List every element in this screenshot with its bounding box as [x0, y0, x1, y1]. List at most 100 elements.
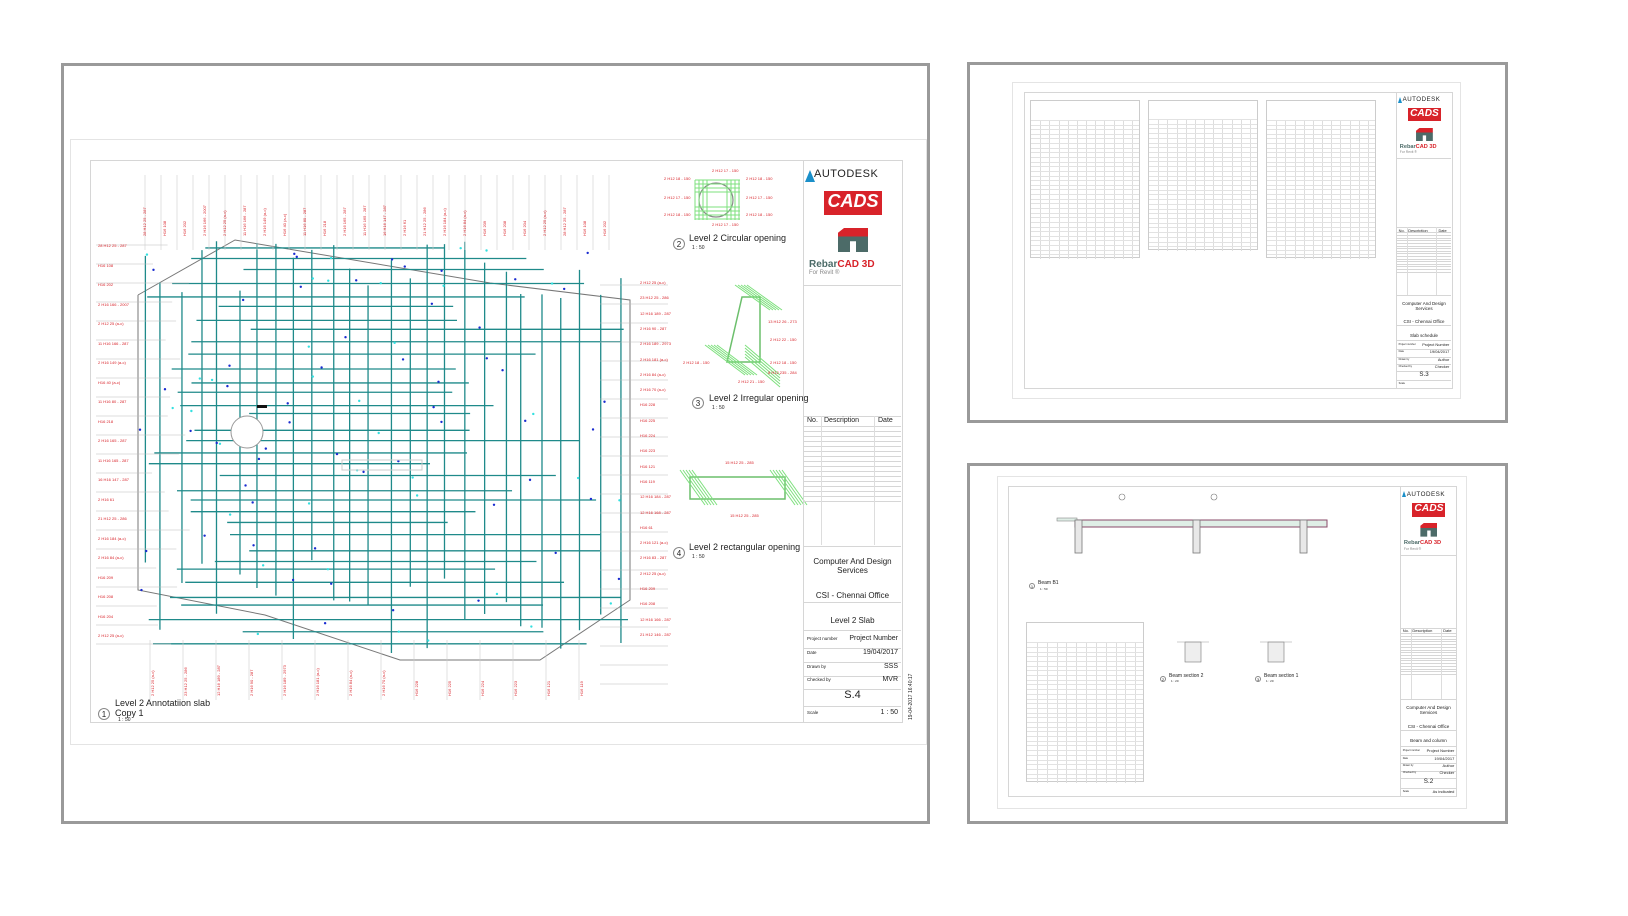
rebar-label: 21 H12 146 - 287: [640, 631, 671, 637]
schedule-row: [1027, 778, 1143, 780]
rebar-marker: [311, 375, 315, 378]
schedule-row: [1267, 143, 1375, 145]
rebar-line: [679, 469, 706, 506]
rebar-label: 2 H16 70 (a-c): [640, 387, 666, 393]
rebar-label: H16 108: [98, 262, 114, 268]
divider: [1397, 340, 1451, 341]
beam-section: [1184, 641, 1202, 663]
divider: [1401, 788, 1456, 789]
view-scale: 1 : 50: [712, 405, 725, 411]
divider: [804, 431, 901, 432]
divider: [1397, 227, 1451, 228]
schedule-row: [1031, 157, 1139, 159]
rebar-marker: [393, 341, 396, 345]
divider: [804, 426, 901, 427]
rebar-label: 2 H12 18 - 150: [746, 212, 773, 217]
divider: [804, 706, 901, 707]
field-label: Scale: [1402, 790, 1410, 793]
schedule-row: [1149, 119, 1257, 120]
divider: [1401, 628, 1456, 629]
schedule-row: [1031, 189, 1139, 191]
field-label: Checked by: [807, 677, 831, 682]
divider: [1397, 364, 1451, 365]
rebar-line: [682, 469, 709, 506]
divider: [1397, 246, 1451, 247]
rebar-label: H16 119: [640, 478, 655, 484]
rebar-marker: [323, 621, 327, 625]
schedule-col: [1036, 642, 1038, 783]
rebar-marker: [218, 442, 222, 445]
rebar-marker: [430, 302, 434, 305]
divider: [804, 451, 901, 452]
divider: [1401, 633, 1456, 634]
divider: [1397, 253, 1451, 254]
rebar-line: [737, 284, 774, 311]
sheet-number: S.2: [1423, 778, 1434, 785]
rebar-marker: [562, 287, 566, 291]
rebar-marker: [203, 534, 206, 537]
rebar-line: [772, 469, 799, 506]
field-label: Project number: [1402, 749, 1420, 752]
schedule-row: [1031, 231, 1139, 233]
schedule-row: [1031, 180, 1139, 182]
rebar-marker: [495, 592, 499, 596]
schedule-row: [1027, 717, 1143, 719]
schedule-table: [1026, 622, 1144, 783]
schedule-row: [1149, 203, 1257, 205]
schedule-row: [1267, 147, 1375, 149]
divider: [1397, 232, 1451, 233]
rebar-marker: [411, 476, 414, 479]
rebar-label: 13 H12 26 - 273: [768, 319, 797, 324]
schedule-row: [1267, 240, 1375, 242]
field-value: Project Number: [1426, 748, 1455, 754]
autodesk-logo: AUTODESK: [1406, 491, 1446, 498]
divider: [1397, 235, 1451, 236]
field-value: As indicated: [1432, 789, 1455, 794]
schedule-row: [1149, 222, 1257, 224]
schedule-row: [1027, 750, 1143, 752]
rebar-label: 2 H12 21 - 150: [738, 379, 765, 384]
rebar-marker: [145, 253, 149, 256]
rebar-label: H16 121: [640, 463, 656, 469]
rebar-line: [704, 344, 746, 376]
rev-date-header: Date: [878, 417, 893, 424]
rebar-label: 2 H12 18 - 150: [664, 212, 691, 217]
rebar-marker: [554, 551, 557, 555]
divider: [1401, 746, 1456, 747]
schedule-row: [1267, 198, 1375, 200]
schedule-row: [1027, 726, 1143, 728]
office-name: CSI - Chennai Office: [815, 591, 890, 600]
schedule-row: [1027, 660, 1143, 662]
field-label: Date: [1398, 350, 1404, 353]
schedule-row: [1149, 232, 1257, 234]
field-value: Project Number: [1422, 342, 1450, 348]
sheet-s2-frame: [1008, 486, 1457, 797]
rebar-label: 11 H16 80 - 287: [98, 399, 127, 404]
divider: [1397, 243, 1451, 244]
view-title: Level 2 Irregular opening: [709, 393, 809, 403]
field-value: Project Number: [849, 635, 898, 642]
schedule-col: [1115, 642, 1117, 783]
rebar-label: 2 H12 17 - 150: [746, 195, 773, 200]
rebar-marker: [311, 277, 314, 280]
rev-description-header: Description: [1408, 228, 1428, 233]
view-title: Level 2 Circular opening: [689, 233, 787, 243]
rebar-marker: [379, 281, 382, 285]
divider: [1397, 295, 1451, 296]
view-title: Level 2 Annotatiion slab: [115, 698, 211, 708]
rebar-line: [734, 284, 771, 311]
beam-cantilever: [1056, 517, 1078, 522]
rebar-text: Rebar: [1399, 144, 1416, 150]
schedule-row: [1149, 208, 1257, 210]
rebarcad-logo: RebarCAD 3D: [809, 259, 875, 270]
rebar-marker: [313, 547, 317, 550]
schedule-row: [1267, 180, 1375, 182]
view-number-bubble: 3: [1255, 676, 1261, 682]
company-name: Computer And Design Services: [813, 557, 892, 576]
rebar-line: [685, 469, 712, 506]
divider: [1397, 251, 1451, 252]
rebar-marker: [514, 278, 517, 281]
field-label: Checked by: [1398, 365, 1412, 368]
